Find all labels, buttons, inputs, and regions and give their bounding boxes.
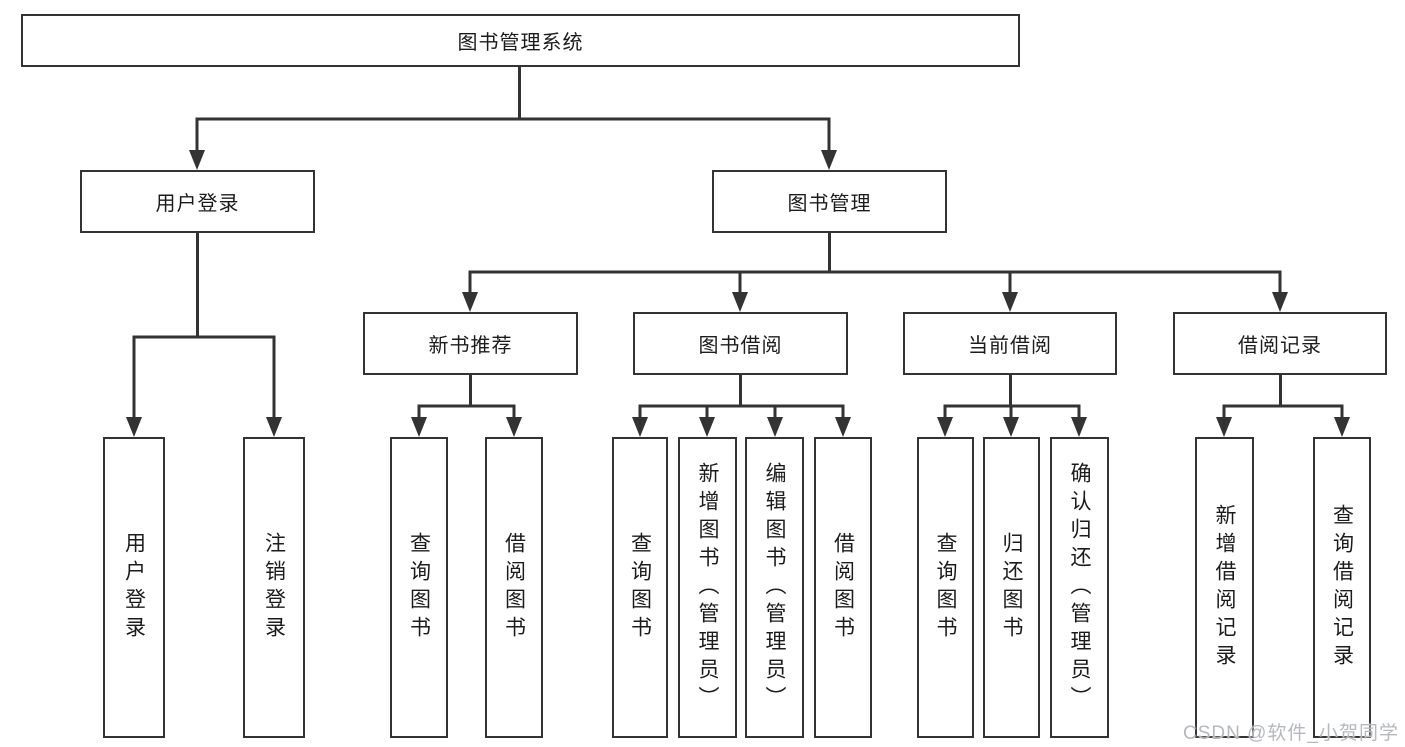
node-user-login: 用户登录: [80, 170, 315, 233]
node-label: 注销登录: [262, 531, 286, 644]
arrow-down-icon: [462, 292, 478, 312]
leaf-user-login: 用户登录: [103, 437, 165, 738]
leaf-add-book-admin: 新增图书（管理员）: [678, 437, 737, 738]
node-new-book-recommend: 新书推荐: [363, 312, 578, 375]
node-label: 图书管理系统: [457, 32, 584, 54]
arrow-down-icon: [266, 417, 282, 437]
node-label: 图书管理: [787, 193, 872, 215]
node-label: 新书推荐: [428, 335, 513, 357]
arrow-down-icon: [821, 150, 837, 170]
leaf-logout: 注销登录: [243, 437, 305, 738]
connector-book-borrow-to-leaves: [638, 375, 845, 418]
arrow-down-icon: [1216, 417, 1232, 437]
node-label: 借阅记录: [1238, 335, 1322, 357]
arrow-down-icon: [767, 417, 783, 437]
node-label: 查询图书: [407, 531, 431, 644]
node-label: 查询图书: [934, 531, 957, 644]
leaf-add-borrow-record: 新增借阅记录: [1195, 437, 1254, 738]
arrow-down-icon: [937, 417, 953, 437]
arrow-down-icon: [1272, 292, 1288, 312]
connector-user-login-to-leaves: [132, 233, 276, 418]
node-current-borrow: 当前借阅: [903, 312, 1117, 375]
leaf-borrow-books-2: 借阅图书: [814, 437, 872, 738]
connector-root-to-branches: [195, 67, 831, 151]
node-book-management: 图书管理: [712, 170, 947, 233]
node-label: 查询图书: [628, 531, 652, 644]
leaf-query-books-recommend: 查询图书: [390, 437, 448, 738]
connector-current-borrow-to-leaves: [943, 375, 1081, 418]
node-label: 当前借阅: [968, 335, 1052, 357]
leaf-query-books-current: 查询图书: [917, 437, 974, 738]
node-label: 确认归还（管理员）: [1068, 461, 1091, 714]
arrow-down-icon: [189, 150, 205, 170]
leaf-query-books-borrow: 查询图书: [612, 437, 668, 738]
node-borrow-records: 借阅记录: [1173, 312, 1387, 375]
node-book-borrow: 图书借阅: [633, 312, 848, 375]
connector-book-mgmt-to-modules: [468, 233, 1282, 293]
node-label: 借阅图书: [831, 531, 855, 644]
arrow-down-icon: [732, 292, 748, 312]
leaf-query-borrow-record: 查询借阅记录: [1313, 437, 1371, 738]
leaf-borrow-books-recommend: 借阅图书: [485, 437, 543, 738]
arrow-down-icon: [126, 417, 142, 437]
leaf-return-books: 归还图书: [983, 437, 1040, 738]
arrow-down-icon: [1071, 417, 1087, 437]
node-label: 新增图书（管理员）: [696, 461, 719, 714]
node-label: 查询借阅记录: [1330, 503, 1354, 672]
connector-borrow-records-to-leaves: [1222, 375, 1344, 418]
arrow-down-icon: [411, 417, 427, 437]
arrow-down-icon: [1003, 417, 1019, 437]
leaf-confirm-return-admin: 确认归还（管理员）: [1050, 437, 1109, 738]
node-label: 新增借阅记录: [1213, 503, 1236, 672]
arrow-down-icon: [1334, 417, 1350, 437]
arrow-down-icon: [632, 417, 648, 437]
node-label: 用户登录: [155, 193, 240, 215]
arrow-down-icon: [506, 417, 522, 437]
arrow-down-icon: [835, 417, 851, 437]
connector-new-book-to-leaves: [417, 375, 516, 418]
leaf-edit-book-admin: 编辑图书（管理员）: [745, 437, 804, 738]
arrow-down-icon: [699, 417, 715, 437]
node-label: 编辑图书（管理员）: [763, 461, 786, 714]
node-library-management-system: 图书管理系统: [21, 14, 1020, 67]
arrow-down-icon: [1002, 292, 1018, 312]
node-label: 借阅图书: [502, 531, 526, 644]
node-label: 用户登录: [122, 531, 146, 644]
node-label: 图书借阅: [698, 335, 783, 357]
node-label: 归还图书: [1000, 531, 1023, 644]
csdn-watermark: CSDN @软件_小贺同学: [1183, 723, 1399, 744]
